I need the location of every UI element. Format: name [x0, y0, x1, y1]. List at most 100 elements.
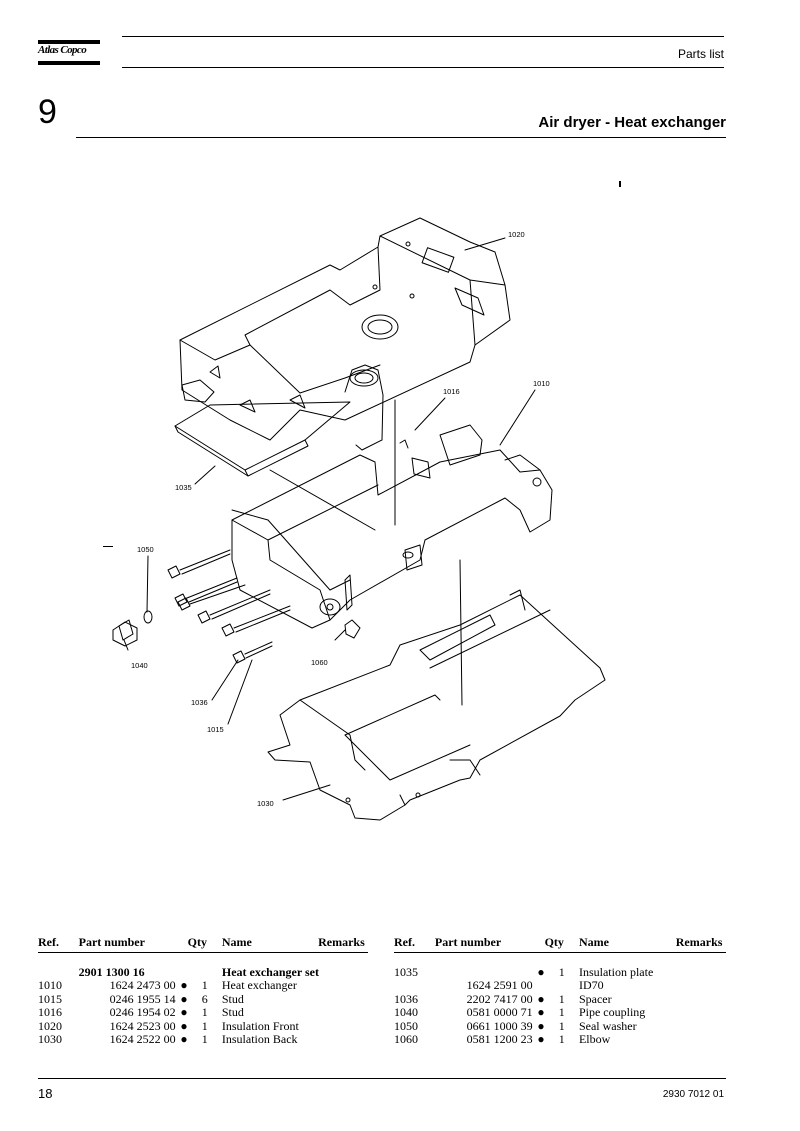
table-row: 1016 0246 1954 02● 1 Stud: [38, 1005, 368, 1020]
cell-name: Stud: [221, 991, 244, 1006]
cell-ref: 1016: [38, 1005, 62, 1020]
cell-qty: 1: [558, 1005, 565, 1020]
cell-name: Heat exchanger set: [221, 965, 319, 979]
cell-qty: [545, 979, 579, 992]
callout-1050: 1050: [137, 545, 154, 554]
table-header-row: Ref. Part number Qty Name Remarks: [394, 935, 726, 953]
callout-1060: 1060: [311, 658, 328, 667]
callout-1030: 1030: [257, 799, 274, 808]
cell-part-number: 0581 1200 23●: [466, 1032, 545, 1047]
table-row: 1624 2591 00 ID70: [394, 978, 726, 993]
logo-bar-top: [38, 40, 100, 44]
cell-ref: 1035: [394, 965, 418, 979]
table-row: 1010 1624 2473 00● 1 Heat exchanger: [38, 978, 368, 993]
cell-qty: 1: [201, 978, 208, 993]
header-rule-top: [122, 36, 724, 37]
table-header-row: Ref. Part number Qty Name Remarks: [38, 935, 368, 953]
cell-name: Stud: [221, 1005, 244, 1020]
callout-1016: 1016: [443, 387, 460, 396]
insulation-front-part: [179, 217, 511, 441]
leader-lines: [123, 237, 536, 801]
cell-qty: 6: [201, 991, 208, 1006]
callout-1040: 1040: [131, 661, 148, 670]
insulation-plate-part: [174, 401, 351, 477]
insulation-back-part: [267, 589, 606, 821]
callout-1015: 1015: [207, 725, 224, 734]
cell-ref: 1036: [394, 991, 418, 1006]
cell-qty: 1: [201, 1018, 208, 1033]
cell-name: Insulation Front: [221, 1018, 299, 1033]
col-ref: Ref.: [394, 935, 435, 953]
cell-qty: 1: [201, 1005, 208, 1020]
col-name: Name: [578, 935, 676, 953]
table-row: 1040 0581 0000 71● 1 Pipe coupling: [394, 1005, 726, 1020]
cell-qty: 1: [558, 991, 565, 1006]
cell-part-number: 0246 1955 14●: [109, 991, 188, 1006]
cell-ref: 1020: [38, 1018, 62, 1033]
col-qty: Qty: [187, 935, 222, 953]
cell-qty: 1: [558, 965, 565, 979]
callout-1010: 1010: [533, 379, 550, 388]
cell-ref: 1030: [38, 1032, 62, 1047]
cell-ref: 1050: [394, 1018, 418, 1033]
parts-table-left: Ref. Part number Qty Name Remarks 2901 1…: [38, 935, 368, 1046]
cell-name: Seal washer: [578, 1018, 637, 1033]
table-row: 1030 1624 2522 00● 1 Insulation Back: [38, 1032, 368, 1047]
chapter-number: 9: [38, 93, 57, 131]
drawing-dash-mark: [103, 546, 113, 547]
cell-part-number: ●: [537, 965, 545, 979]
cell-name: ID70: [578, 978, 604, 993]
title-rule: [76, 137, 726, 138]
cell-ref: 1015: [38, 991, 62, 1006]
table-row: 1036 2202 7417 00● 1 Spacer: [394, 991, 726, 1006]
col-remarks: Remarks: [318, 935, 368, 953]
cell-name: Insulation Back: [221, 1032, 298, 1047]
section-label: Parts list: [677, 47, 724, 61]
exploded-view-drawing: 1020 1010 1016 1035 1050 1040 1060 1036 …: [112, 217, 606, 821]
callout-1036: 1036: [191, 698, 208, 707]
col-qty: Qty: [544, 935, 579, 953]
col-part-number: Part number: [434, 935, 545, 953]
table-row: 1050 0661 1000 39● 1 Seal washer: [394, 1018, 726, 1033]
page-title: Air dryer - Heat exchanger: [538, 114, 726, 131]
cell-part-number: 1624 2473 00●: [109, 978, 188, 993]
cell-ref: 1010: [38, 978, 62, 993]
col-part-number: Part number: [78, 935, 188, 953]
col-ref: Ref.: [38, 935, 79, 953]
parts-table-right: Ref. Part number Qty Name Remarks 1035 ●…: [394, 935, 726, 1046]
pipe-coupling-part: [112, 619, 138, 647]
cell-name: Insulation plate: [578, 965, 654, 979]
col-remarks: Remarks: [675, 935, 726, 953]
cell-qty: 1: [558, 1018, 565, 1033]
cell-part-number: 2202 7417 00●: [466, 991, 545, 1006]
table-row: 1060 0581 1200 23● 1 Elbow: [394, 1032, 726, 1047]
cell-ref: 1040: [394, 1005, 418, 1020]
col-name: Name: [221, 935, 319, 953]
seal-washer-part: [143, 610, 153, 624]
table-row: 1020 1624 2523 00● 1 Insulation Front: [38, 1018, 368, 1033]
document-number: 2930 7012 01: [662, 1089, 724, 1100]
cell-part-number: 2901 1300 16: [78, 965, 145, 979]
cell-qty: 1: [558, 1032, 565, 1047]
atlas-copco-logo: Atlas Copco: [38, 40, 100, 68]
cell-name: Pipe coupling: [578, 1005, 646, 1020]
cell-part-number: 0246 1954 02●: [109, 1005, 188, 1020]
logo-bar-bottom: [38, 61, 100, 65]
cell-part-number: 1624 2522 00●: [109, 1032, 188, 1047]
drawing-tick-mark: [619, 181, 621, 187]
heat-exchanger-part: [231, 364, 553, 629]
table-row: 1035 ● 1 Insulation plate: [394, 965, 726, 979]
cell-qty: 1: [201, 1032, 208, 1047]
cell-ref: [394, 979, 435, 992]
page-number: 18: [38, 1086, 53, 1101]
cell-name: Elbow: [578, 1032, 611, 1047]
callout-1020: 1020: [508, 230, 525, 239]
cell-ref: 1060: [394, 1032, 418, 1047]
cell-part-number: 0581 0000 71●: [466, 1005, 545, 1020]
callout-1035: 1035: [175, 483, 192, 492]
cell-part-number: 1624 2523 00●: [109, 1018, 188, 1033]
cell-qty: [188, 966, 222, 979]
cell-part-number: 0661 1000 39●: [466, 1018, 545, 1033]
cell-name: Heat exchanger: [221, 978, 297, 993]
elbow-part: [344, 619, 361, 639]
